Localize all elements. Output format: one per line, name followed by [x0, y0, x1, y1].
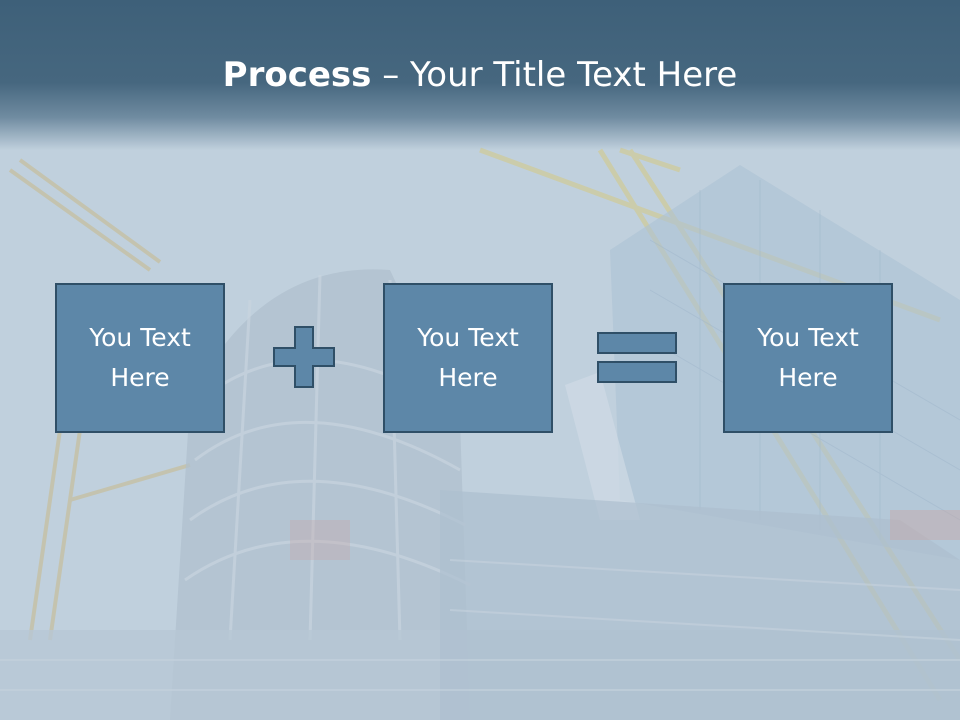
slide-title[interactable]: Process – Your Title Text Here: [0, 52, 960, 98]
process-box-label: You Text Here: [417, 323, 519, 392]
process-box-1[interactable]: You Text Here: [55, 283, 225, 433]
title-band: [0, 0, 960, 150]
plus-icon: [273, 326, 335, 388]
process-box-3[interactable]: You Text Here: [723, 283, 893, 433]
process-box-label: You Text Here: [757, 323, 859, 392]
title-text: Your Title Text Here: [410, 55, 738, 95]
process-box-2[interactable]: You Text Here: [383, 283, 553, 433]
process-box-label: You Text Here: [89, 323, 191, 392]
title-bold: Process: [222, 55, 372, 95]
title-separator: –: [371, 55, 411, 95]
equals-icon: [597, 332, 677, 383]
